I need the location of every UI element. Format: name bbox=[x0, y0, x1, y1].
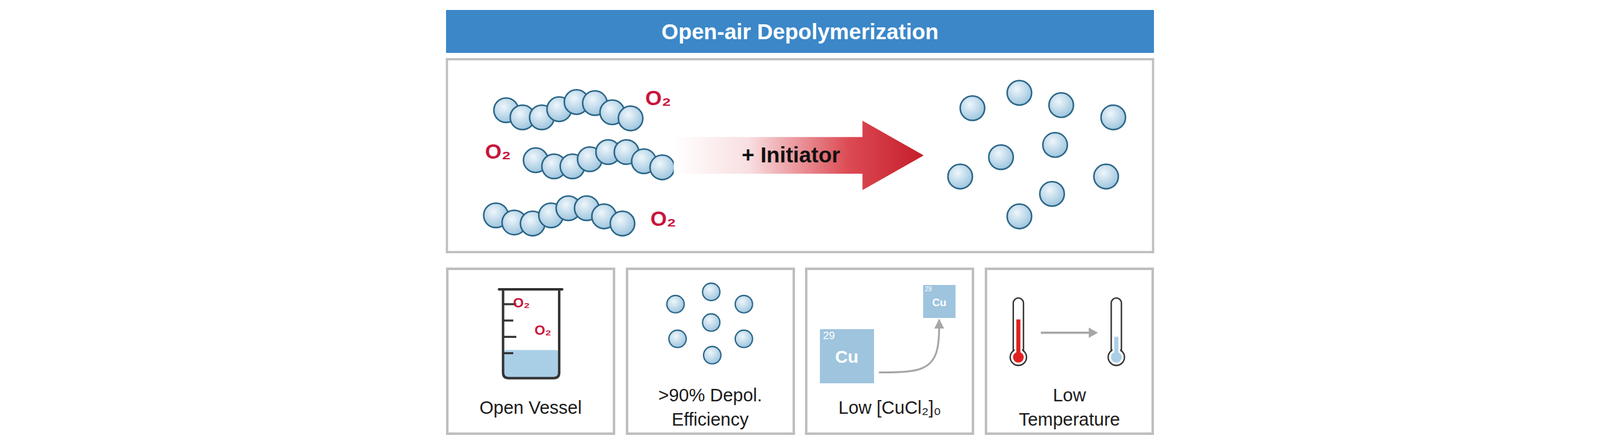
initiator-arrow: + Initiator bbox=[673, 120, 924, 191]
monomer-icon bbox=[666, 283, 753, 364]
caption-area: Low [CuCl₂]₀ bbox=[807, 386, 972, 429]
oxygen-label: O₂ bbox=[485, 140, 512, 162]
feature-caption: Low Temperature bbox=[1002, 383, 1137, 432]
element-symbol: Cu bbox=[923, 296, 956, 308]
atomic-number: 29 bbox=[925, 286, 932, 293]
polymer-chains bbox=[483, 89, 675, 236]
element-tile: 29Cu bbox=[819, 329, 875, 384]
title-text: Open-air Depolymerization bbox=[661, 19, 939, 45]
element-symbol: Cu bbox=[819, 348, 875, 367]
feature-caption: Open Vessel bbox=[479, 395, 582, 420]
main-panel bbox=[446, 59, 1153, 252]
feature-caption: >90% Depol. Efficiency bbox=[643, 383, 777, 432]
oxygen-label: O₂ bbox=[513, 296, 531, 310]
thermometer-icons bbox=[1010, 297, 1125, 366]
oxygen-label: O₂ bbox=[645, 87, 672, 109]
caption-area: >90% Depol. Efficiency bbox=[628, 386, 793, 429]
monomers bbox=[948, 80, 1126, 229]
feature-box: Low Temperature bbox=[984, 267, 1154, 435]
arrow-label: + Initiator bbox=[673, 142, 909, 168]
caption-area: Low Temperature bbox=[987, 386, 1152, 429]
caption-area: Open Vessel bbox=[448, 386, 613, 429]
feature-caption: Low [CuCl₂]₀ bbox=[838, 395, 942, 420]
feature-box: >90% Depol. Efficiency bbox=[625, 267, 796, 435]
element-tile: 29Cu bbox=[923, 284, 956, 318]
title-band: Open-air Depolymerization bbox=[446, 9, 1154, 53]
atomic-number: 29 bbox=[823, 330, 835, 341]
feature-box: Low [CuCl₂]₀29Cu29Cu bbox=[804, 267, 975, 435]
feature-box: Open Vessel bbox=[446, 267, 616, 435]
curved-arrow bbox=[879, 319, 940, 373]
oxygen-label: O₂ bbox=[650, 207, 677, 229]
beaker-icon bbox=[498, 289, 563, 379]
oxygen-label: O₂ bbox=[534, 323, 552, 338]
